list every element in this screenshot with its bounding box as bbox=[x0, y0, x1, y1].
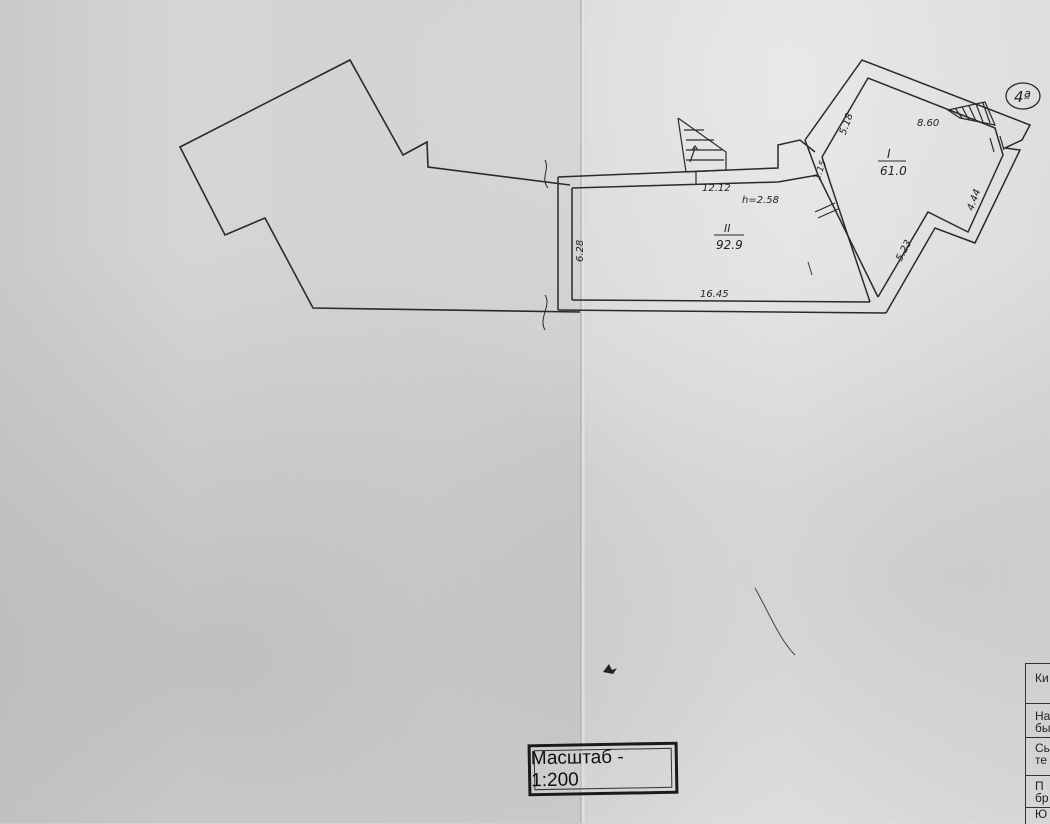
scale-label: Масштаб - 1:200 bbox=[527, 741, 679, 797]
stamp-row: На бы bbox=[1026, 704, 1050, 738]
dim-room1-top: 8.60 bbox=[917, 118, 939, 129]
stamp-row-text: Сь bbox=[1035, 741, 1050, 755]
stamp-row: Сь те bbox=[1026, 738, 1050, 776]
scale-text: Масштаб - 1:200 bbox=[530, 746, 624, 792]
dim-room2-left: 6.28 bbox=[575, 240, 586, 262]
stamp-table: Ки На бы Сь те П бр Ю bbox=[1025, 663, 1050, 824]
dim-room1-right: 4.44 bbox=[965, 188, 983, 213]
room-ii-area: 92.9 bbox=[716, 238, 743, 252]
pencil-mark bbox=[807, 261, 813, 276]
dim-room2-top: 12.12 bbox=[702, 183, 731, 194]
break-mark-top bbox=[544, 159, 549, 189]
room-ii-number: II bbox=[724, 222, 731, 235]
stamp-row: Ки bbox=[1026, 664, 1050, 704]
ink-speck bbox=[603, 664, 617, 674]
stamp-row-text: П bbox=[1035, 779, 1044, 793]
stairs-right-icon bbox=[946, 101, 997, 126]
room-i-number: I bbox=[887, 147, 891, 161]
left-wing-outline bbox=[178, 58, 581, 313]
room-i-walls bbox=[804, 59, 1032, 314]
stamp-row: П бр bbox=[1026, 776, 1050, 808]
wall-ticks bbox=[814, 135, 1005, 219]
dim-room1-bottom: 5.23 bbox=[894, 238, 914, 263]
paper-fold bbox=[580, 0, 586, 823]
stamp-row-text: На bbox=[1035, 709, 1050, 723]
dim-room1-left: 5.18 bbox=[838, 112, 856, 137]
stamp-row-text: бр bbox=[1035, 791, 1049, 805]
sheet-number-circle bbox=[1005, 82, 1041, 110]
room-i-area: 61.0 bbox=[880, 164, 907, 178]
stamp-row-text: бы bbox=[1035, 721, 1050, 735]
stamp-row-text: те bbox=[1035, 753, 1048, 767]
stamp-row: Ю bbox=[1035, 808, 1048, 821]
pencil-stroke bbox=[754, 587, 796, 656]
stairs-left-icon bbox=[677, 117, 727, 185]
dim-room2-bottom: 16.45 bbox=[700, 289, 729, 300]
break-mark-bottom bbox=[542, 294, 548, 331]
room-ii-walls bbox=[557, 139, 887, 314]
dim-room2-height: h=2.58 bbox=[742, 195, 779, 206]
sheet-number: 4ª bbox=[1014, 88, 1031, 106]
